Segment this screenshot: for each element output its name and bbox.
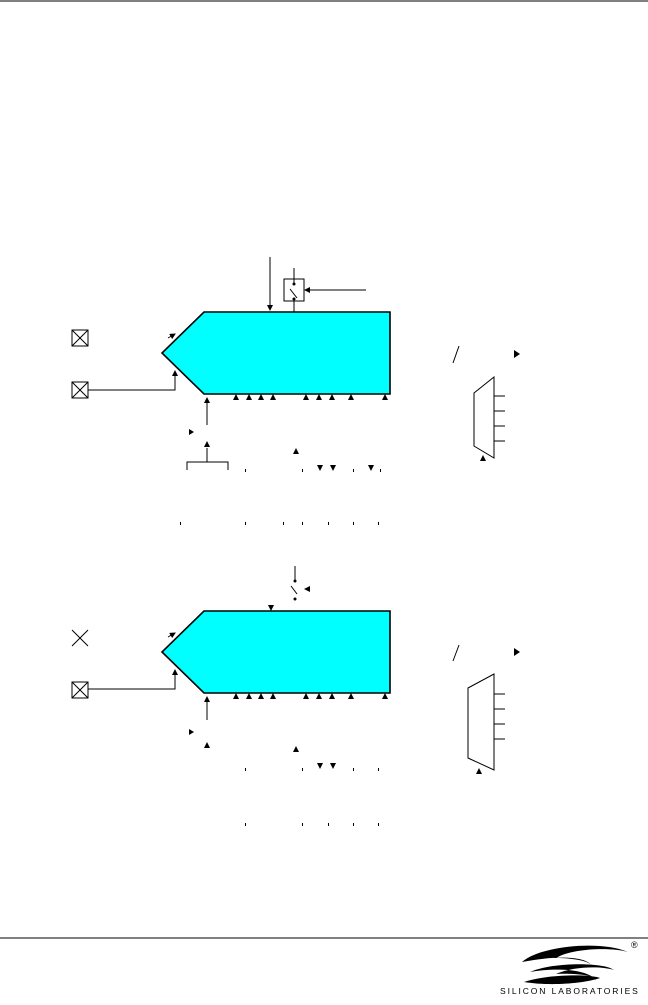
small-arrow-icon	[189, 729, 194, 735]
bottom-diagram	[71, 566, 520, 826]
small-arrow-icon	[268, 605, 274, 611]
slash-mark	[452, 345, 460, 364]
switch-contact-icon	[292, 297, 296, 301]
bracket	[186, 461, 229, 470]
top-diagram	[71, 257, 520, 525]
top-block-bottom-arrows	[233, 394, 388, 400]
small-arrow-icon	[204, 742, 210, 748]
company-logo-icon	[522, 945, 628, 985]
small-arrow-icon	[167, 632, 176, 639]
mux-block	[473, 375, 495, 459]
x-mark-icon	[71, 629, 89, 647]
tick-row	[180, 522, 379, 525]
crossed-box-icon	[71, 329, 89, 347]
small-arrow-icon	[480, 455, 486, 461]
small-arrow-icon	[293, 746, 299, 752]
small-arrow-icon	[476, 768, 482, 774]
pin-wire	[88, 370, 178, 391]
tick-row	[245, 763, 379, 771]
arrow-icon	[514, 648, 520, 656]
slash-mark	[452, 644, 460, 662]
small-arrow-icon	[189, 429, 194, 435]
pin-wire	[88, 669, 178, 690]
bottom-block	[160, 610, 391, 694]
switch-icon	[290, 585, 298, 595]
registered-mark: ®	[631, 940, 638, 950]
top-block	[160, 311, 391, 395]
small-arrow-icon	[204, 441, 210, 447]
tick-row	[245, 465, 381, 472]
crossed-box-icon	[71, 681, 89, 699]
tick-row	[245, 823, 379, 826]
arrow-icon	[514, 350, 520, 358]
switch-contact-icon	[293, 597, 297, 601]
switch-contact-icon	[293, 579, 297, 583]
arrow-icon	[304, 586, 310, 592]
mux-block	[467, 673, 495, 771]
crossed-box-icon	[71, 381, 89, 399]
bottom-block-bottom-arrows	[233, 693, 388, 699]
company-logo-text: SILICON LABORATORIES	[500, 986, 640, 996]
small-arrow-icon	[167, 333, 176, 340]
mux-outputs	[494, 395, 505, 442]
mux-outputs	[494, 693, 505, 740]
switch-blade	[289, 288, 298, 299]
small-arrow-icon	[293, 448, 299, 454]
switch-contact-icon	[292, 282, 296, 286]
